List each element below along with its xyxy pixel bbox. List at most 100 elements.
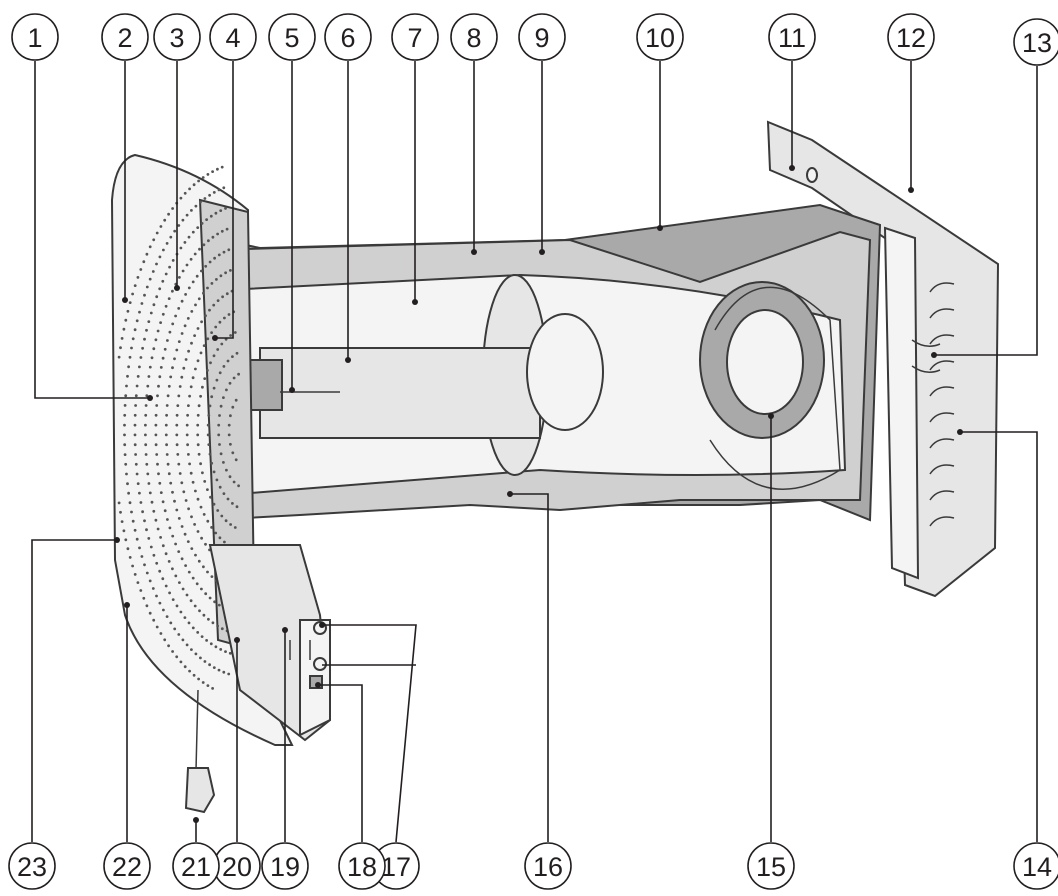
perforation-hole (212, 470, 216, 474)
callout-4: 4 (209, 13, 257, 61)
perforation-hole (197, 452, 201, 456)
perforation-hole (161, 544, 165, 548)
perforation-hole (232, 480, 236, 484)
fan-ring (699, 281, 841, 490)
callout-10: 10 (636, 13, 684, 61)
perforation-hole (145, 528, 148, 532)
leader-end-dot (114, 537, 120, 543)
callout-circle (11, 13, 59, 61)
perforation-hole (159, 366, 163, 369)
perforation-hole (186, 413, 190, 417)
perforation-hole (196, 327, 200, 330)
perforation-hole (194, 303, 197, 307)
perforation-hole (213, 256, 217, 260)
perforation-hole (220, 342, 224, 346)
perforation-hole (147, 537, 151, 540)
perforation-hole (165, 242, 169, 245)
perforation-hole (138, 310, 141, 314)
perforation-hole (123, 443, 127, 447)
perforation-hole (216, 299, 220, 302)
perforation-hole (227, 248, 231, 252)
perforation-hole (171, 534, 175, 538)
perforation-hole (150, 500, 154, 504)
callout-17: 17 (372, 842, 420, 890)
perforation-hole (224, 271, 228, 275)
perforation-hole (145, 571, 149, 575)
callout-label: 22 (112, 852, 142, 882)
perforation-hole (185, 643, 189, 647)
perforation-hole (154, 413, 158, 417)
perforation-hole (231, 355, 234, 358)
perforation-hole (204, 264, 208, 268)
perforation-hole (169, 375, 173, 379)
perforation-hole (136, 482, 140, 485)
perforation-hole (144, 413, 148, 417)
perforation-hole (201, 385, 204, 389)
perforation-pattern (117, 165, 241, 690)
perforation-hole (166, 394, 170, 398)
perforation-hole (235, 351, 239, 355)
perforation-hole (194, 367, 197, 371)
perforation-hole (233, 331, 237, 334)
callout-circle (172, 842, 220, 890)
perforation-hole (206, 684, 210, 687)
perforation-hole (177, 517, 181, 520)
perforation-hole (220, 514, 224, 518)
perforation-hole (210, 526, 214, 529)
perforation-hole (133, 573, 137, 576)
perforation-hole (142, 260, 146, 264)
perforation-hole (196, 226, 200, 230)
perforation-hole (229, 414, 232, 418)
perforation-hole (194, 652, 198, 656)
perforation-hole (131, 337, 135, 341)
perforation-hole (159, 491, 163, 494)
perforation-hole (214, 531, 218, 535)
perforation-hole (149, 545, 153, 549)
perforation-hole (208, 663, 212, 667)
leader-end-dot (471, 249, 477, 255)
callout-14: 14 (1013, 842, 1058, 890)
perforation-hole (139, 268, 143, 271)
perforation-hole (148, 245, 152, 249)
perforation-hole (208, 596, 212, 600)
perforation-hole (159, 321, 163, 324)
perforation-hole (231, 502, 234, 505)
perforation-hole (210, 331, 214, 334)
leader-end-dot (147, 395, 153, 401)
perforation-hole (119, 510, 122, 514)
perforation-hole (146, 472, 150, 476)
callout-21: 21 (172, 842, 220, 890)
perforation-hole (218, 485, 222, 489)
leader-end-dot (789, 165, 795, 171)
callout-label: 11 (778, 23, 806, 53)
perforation-hole (175, 413, 179, 417)
perforation-hole (145, 285, 149, 289)
perforation-hole (195, 274, 199, 278)
callout-label: 23 (17, 852, 47, 882)
leader-end-dot (908, 187, 914, 193)
perforation-hole (201, 681, 205, 684)
perforation-hole (124, 538, 128, 542)
perforation-hole (167, 297, 171, 300)
leader-line-23 (31, 539, 117, 842)
leader-end-dot (315, 682, 321, 688)
perforation-hole (131, 564, 135, 568)
perforation-hole (177, 224, 181, 227)
perforation-hole (136, 581, 140, 584)
perforation-hole (219, 404, 223, 408)
perforation-hole (142, 596, 146, 600)
perforation-hole (144, 423, 147, 427)
callout-label: 12 (896, 23, 926, 53)
perforation-hole (173, 357, 176, 361)
perforation-hole (182, 366, 186, 370)
perforation-hole (193, 523, 197, 526)
perforation-hole (154, 433, 158, 437)
perforation-hole (223, 540, 226, 544)
perforation-hole (187, 286, 191, 290)
leader-end-dot (768, 413, 774, 419)
perforation-hole (193, 334, 197, 337)
perforation-hole (175, 655, 179, 659)
perforation-hole (138, 365, 141, 369)
callout-circle (261, 842, 309, 890)
